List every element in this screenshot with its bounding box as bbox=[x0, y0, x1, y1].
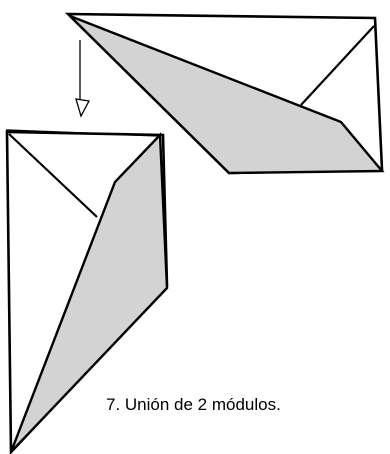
lower-module-crease bbox=[8, 133, 98, 218]
step-caption: 7. Unión de 2 módulos. bbox=[106, 395, 281, 414]
arrow-head bbox=[75, 98, 91, 118]
upper-module bbox=[64, 12, 385, 175]
upper-module-shaded-flap bbox=[69, 14, 385, 175]
upper-module-crease bbox=[300, 25, 375, 106]
lower-module-shaded-flap bbox=[9, 132, 169, 453]
fold-arrow-icon bbox=[75, 40, 91, 118]
lower-module-top-edge-overlay bbox=[5, 129, 161, 137]
lower-module bbox=[5, 129, 169, 454]
